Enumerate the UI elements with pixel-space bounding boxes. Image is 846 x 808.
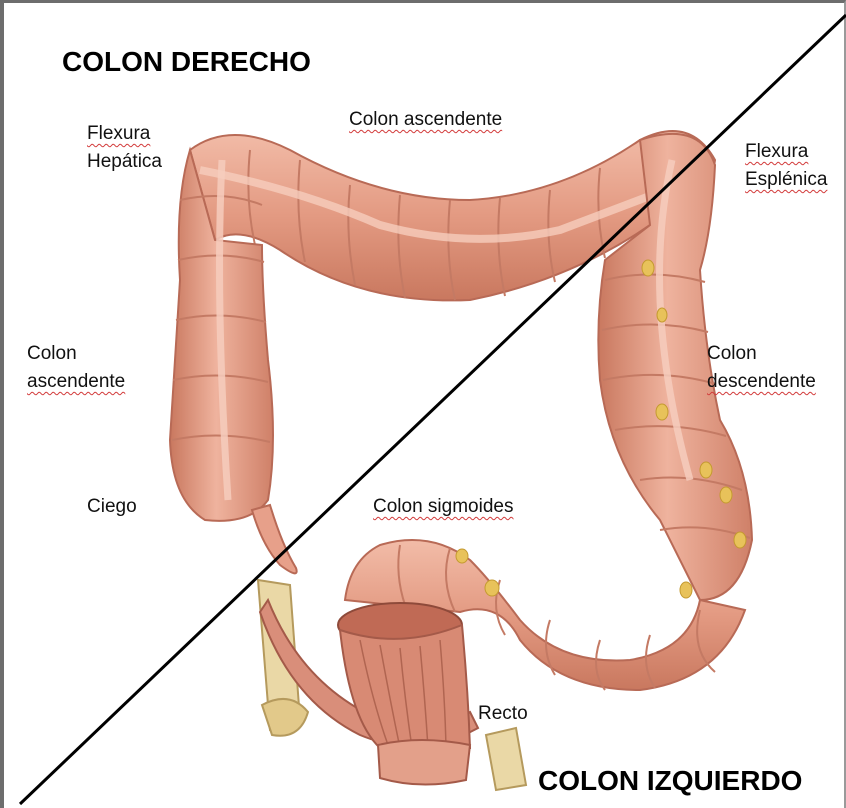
label-hepatic-flexure: Flexura Hepática (87, 120, 162, 176)
label-cecum: Ciego (87, 493, 137, 521)
label-ascending-colon-line1: Colon (27, 343, 77, 364)
label-ascending-colon-line2: ascendente (27, 371, 125, 392)
label-hepatic-flexure-line1: Flexura (87, 123, 150, 144)
label-descending-colon-line1: Colon (707, 343, 757, 364)
label-descending-colon: Colon descendente (707, 340, 816, 396)
label-splenic-flexure-line1: Flexura (745, 141, 808, 162)
label-transverse-colon: Colon ascendente (349, 106, 502, 134)
label-rectum: Recto (478, 700, 528, 728)
label-sigmoid-colon: Colon sigmoides (373, 493, 513, 521)
label-descending-colon-line2: descendente (707, 371, 816, 392)
label-splenic-flexure-line2: Esplénica (745, 169, 827, 190)
rectum (338, 603, 470, 785)
label-splenic-flexure: Flexura Esplénica (745, 138, 827, 194)
label-hepatic-flexure-line2: Hepática (87, 151, 162, 172)
label-ascending-colon: Colon ascendente (27, 340, 125, 396)
label-sigmoid-colon-text: Colon sigmoides (373, 496, 513, 517)
title-left-colon: COLON IZQUIERDO (538, 765, 802, 797)
title-right-colon: COLON DERECHO (62, 46, 311, 78)
label-transverse-colon-text: Colon ascendente (349, 109, 502, 130)
pelvic-bone-right (486, 728, 526, 790)
